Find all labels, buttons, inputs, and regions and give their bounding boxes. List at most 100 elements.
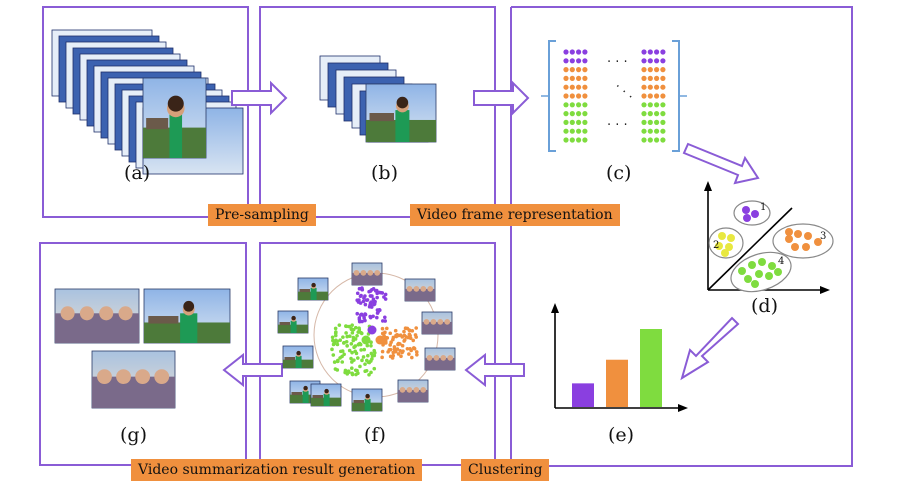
cluster-dot bbox=[738, 267, 746, 275]
scatter-dot bbox=[380, 331, 385, 336]
matrix-dot bbox=[576, 111, 582, 117]
matrix-dot bbox=[582, 58, 588, 64]
scatter-dot bbox=[341, 335, 345, 339]
cluster-dot bbox=[743, 214, 751, 222]
keyframe-thumbnail bbox=[397, 379, 429, 403]
scatter-dot bbox=[402, 329, 406, 334]
matrix-dot bbox=[654, 84, 660, 90]
scatter-dot bbox=[382, 295, 386, 299]
matrix-dot bbox=[569, 84, 575, 90]
scatter-dot bbox=[375, 295, 379, 300]
scatter-dot bbox=[383, 292, 388, 297]
scatter-dot bbox=[386, 350, 390, 354]
scatter-dot bbox=[359, 293, 363, 298]
scatter-dot bbox=[340, 360, 345, 364]
matrix-dot bbox=[654, 128, 660, 134]
scatter-dot bbox=[396, 352, 401, 356]
matrix-dot bbox=[660, 111, 666, 117]
scatter-dot bbox=[338, 338, 342, 343]
matrix-dot bbox=[569, 111, 575, 117]
panel-label-e: (e) bbox=[608, 424, 635, 446]
matrix-dot bbox=[660, 128, 666, 134]
matrix-dot bbox=[647, 93, 653, 99]
matrix-diag-dots: · · · bbox=[611, 80, 636, 105]
scatter-dot bbox=[414, 326, 418, 330]
keyframe-thumbnail bbox=[277, 310, 309, 334]
matrix-dot bbox=[641, 102, 647, 108]
scatter-dot bbox=[344, 339, 349, 344]
matrix-dot bbox=[582, 93, 588, 99]
arrow-d-to-e bbox=[680, 316, 740, 381]
matrix-dot bbox=[582, 75, 588, 81]
scatter-dot bbox=[361, 355, 366, 359]
scatter-dot bbox=[384, 335, 389, 340]
matrix-dot bbox=[641, 84, 647, 90]
decision-line bbox=[707, 207, 793, 291]
panel-b-border bbox=[259, 6, 496, 218]
matrix-dot bbox=[641, 67, 647, 73]
cluster-dot bbox=[765, 272, 773, 280]
cluster-dot bbox=[804, 232, 812, 240]
matrix-dot bbox=[660, 84, 666, 90]
scatter-dot bbox=[405, 347, 410, 351]
scatter-dot bbox=[370, 287, 374, 292]
matrix-dot bbox=[563, 49, 569, 55]
frame-stack-b bbox=[319, 55, 437, 143]
scatter-dot bbox=[400, 343, 405, 348]
panel-label-c: (c) bbox=[606, 162, 632, 184]
summary-frames bbox=[54, 288, 231, 409]
scatter-dot bbox=[367, 372, 371, 377]
scatter-dot bbox=[369, 300, 374, 304]
scatter-dot bbox=[355, 333, 359, 338]
scatter-dot bbox=[349, 366, 354, 370]
scatter-dot bbox=[407, 332, 412, 337]
matrix-dot bbox=[660, 49, 666, 55]
scatter-dot bbox=[350, 372, 355, 377]
matrix-dot bbox=[654, 49, 660, 55]
matrix-dot bbox=[563, 119, 569, 125]
matrix-dot bbox=[582, 111, 588, 117]
scatter-dot bbox=[345, 334, 349, 339]
matrix-dot bbox=[582, 128, 588, 134]
matrix-dot bbox=[654, 58, 660, 64]
matrix-dot bbox=[563, 102, 569, 108]
scatter-dot bbox=[360, 286, 364, 290]
panel-label-d: (d) bbox=[751, 295, 778, 317]
scatter-dot bbox=[363, 362, 367, 366]
scatter-dot bbox=[350, 323, 354, 327]
keyframe-thumbnail bbox=[424, 347, 456, 371]
scatter-dot bbox=[364, 298, 369, 302]
scatter-dot bbox=[349, 356, 353, 361]
scatter-dot bbox=[407, 352, 411, 356]
scatter-dot bbox=[388, 347, 393, 352]
matrix-dot bbox=[647, 137, 653, 143]
scatter-dot bbox=[335, 339, 340, 344]
scatter-dot bbox=[345, 344, 349, 348]
stack-a-front-frame bbox=[142, 77, 207, 159]
scatter-dot bbox=[342, 352, 346, 357]
arrow-e-to-f bbox=[464, 352, 525, 388]
matrix-dot bbox=[660, 67, 666, 73]
scatter-dot bbox=[357, 298, 361, 302]
cluster-dot bbox=[791, 243, 799, 251]
scatter-dot bbox=[405, 326, 410, 331]
scatter-dot bbox=[400, 350, 404, 355]
scatter-dot bbox=[391, 353, 396, 358]
matrix-dot bbox=[576, 128, 582, 134]
scatter-dot bbox=[399, 354, 403, 359]
matrix-dot bbox=[563, 75, 569, 81]
scatter-dot bbox=[357, 326, 361, 330]
scatter-dot bbox=[366, 353, 370, 358]
scatter-dot bbox=[358, 364, 362, 369]
scatter-dot bbox=[369, 343, 373, 348]
scatter-dot bbox=[337, 323, 342, 327]
scatter-dot bbox=[392, 347, 397, 351]
stage-clustering: Clustering bbox=[461, 459, 550, 481]
cluster-dot bbox=[744, 275, 752, 283]
scatter-dot bbox=[350, 331, 355, 335]
matrix-dot bbox=[654, 75, 660, 81]
scatter-dot bbox=[352, 358, 356, 362]
arrow-c-to-d bbox=[682, 142, 760, 185]
matrix-dot bbox=[563, 67, 569, 73]
